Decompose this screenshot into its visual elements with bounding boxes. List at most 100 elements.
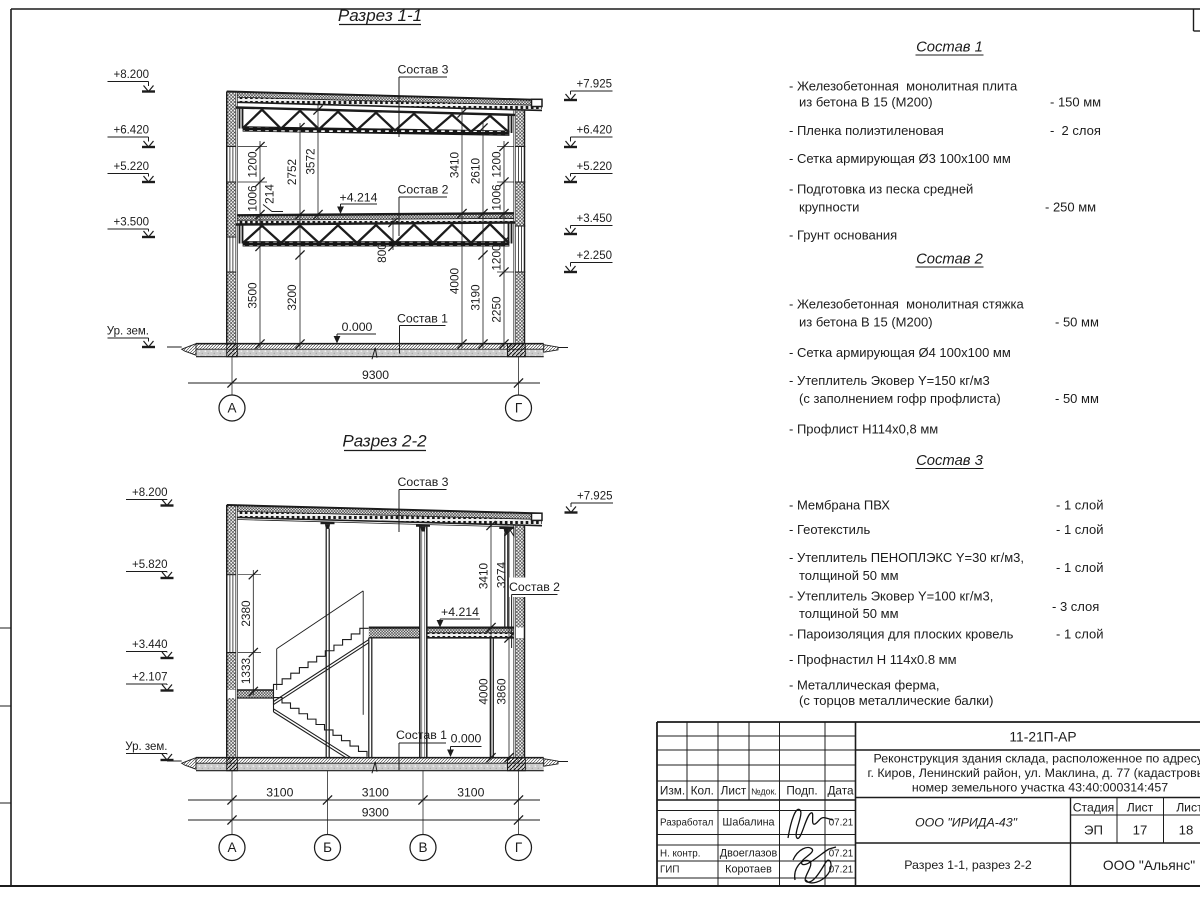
composition-1-item-4-line-1: - Подготовка из песка средней bbox=[789, 181, 973, 196]
s1-dim-h2610: 2610 bbox=[468, 157, 482, 184]
s2-axis-v-circle bbox=[409, 833, 437, 862]
section-2-drawing bbox=[167, 504, 568, 835]
s1-axis-g-circle bbox=[504, 394, 533, 422]
s1-ground-slab bbox=[167, 342, 568, 360]
titleblock-col-podp: Подп. bbox=[786, 784, 817, 798]
signature-gip bbox=[792, 846, 837, 884]
s1-dim-h3190: 3190 bbox=[468, 284, 482, 311]
s2-dim-b3: 3100 bbox=[457, 786, 484, 800]
composition-2-heading: Состав 2 bbox=[916, 252, 984, 268]
s2-wall-left bbox=[226, 505, 238, 758]
titleblock-row-1-role: Н. контр. bbox=[660, 849, 700, 860]
titleblock-sheet-label: Лист bbox=[1127, 801, 1154, 815]
composition-3-item-3-line-1: - Утеплитель ПЕНОПЛЭКС Y=30 кг/м3, bbox=[789, 550, 1024, 565]
titleblock-sheets: 18 bbox=[1179, 823, 1194, 838]
composition-1-item-2-line-1: - Пленка полиэтиленовая bbox=[789, 123, 944, 138]
s2-dim-h3274: 3274 bbox=[494, 561, 508, 588]
s1-dim-w1200l: 1200 bbox=[245, 151, 259, 178]
s2-elev-left-5820: +5.820 bbox=[132, 559, 168, 571]
s1-dim-h3572: 3572 bbox=[303, 148, 317, 174]
s2-axis-a-circle bbox=[218, 833, 246, 862]
titleblock-col-izm: Изм. bbox=[660, 784, 685, 798]
composition-3-item-5-value: - 1 слой bbox=[1056, 627, 1104, 642]
s1-dim-h2250: 2250 bbox=[489, 296, 503, 323]
composition-1-heading: Состав 1 bbox=[916, 40, 983, 56]
composition-3-item-4-line-2: толщиной 50 мм bbox=[799, 606, 899, 621]
composition-1-item-5-line-1: - Грунт основания bbox=[789, 228, 897, 243]
s1-elev-right-2250: +2.250 bbox=[577, 250, 613, 262]
composition-1-item-1-line-2: из бетона В 15 (М200) bbox=[799, 95, 933, 110]
titleblock-col-list: Лист bbox=[721, 784, 747, 798]
s1-axis-g-letter: Г bbox=[515, 401, 523, 416]
s2-level-4214: +4.214 bbox=[441, 605, 479, 619]
composition-2-item-2-line-1: - Сетка армирующая Ø4 100х100 мм bbox=[789, 345, 1011, 360]
s2-axis-b-circle bbox=[313, 833, 342, 862]
titleblock-row-0-role: Разработал bbox=[660, 818, 714, 829]
titleblock-col-kol: Кол. bbox=[691, 784, 714, 798]
s2-axis-b-letter: Б bbox=[323, 840, 332, 855]
s2-elev-left-8200: +8.200 bbox=[132, 487, 168, 499]
s2-dim-span: 9300 bbox=[362, 806, 389, 820]
s2-elev-ground: Ур. зем. bbox=[125, 741, 167, 753]
composition-1-item-3-line-1: - Сетка армирующая Ø3 100х100 мм bbox=[789, 151, 1011, 166]
composition-2-item-1-line-1: - Железобетонная монолитная стяжка bbox=[789, 296, 1024, 311]
composition-3-item-6-line-1: - Профнастил Н 114х0.8 мм bbox=[789, 652, 957, 667]
titleblock-project-line-1: Реконструкция здания склада, расположенн… bbox=[874, 752, 1200, 766]
s2-roof-slab bbox=[237, 504, 543, 527]
s1-elev-left-5220: +5.220 bbox=[114, 161, 150, 173]
s2-label-sostav3: Состав 3 bbox=[398, 475, 449, 489]
titleblock-col-data: Дата bbox=[827, 784, 854, 798]
s1-elev-right-6420: +6.420 bbox=[577, 125, 613, 137]
titleblock-stage: ЭП bbox=[1084, 823, 1103, 838]
titleblock-row-0-date: 07.21 bbox=[829, 818, 854, 829]
s1-elev-right-3450: +3.450 bbox=[577, 213, 613, 225]
section-1-annotations: Разрез 1-1 +8.200 +6.420 +5.220 +3.500 У… bbox=[107, 6, 613, 422]
composition-3-item-2-value: - 1 слой bbox=[1056, 522, 1104, 537]
composition-3-item-4-line-1: - Утеплитель Эковер Y=100 кг/м3, bbox=[789, 589, 993, 604]
section-1-drawing bbox=[167, 90, 568, 395]
s1-dim-h3500: 3500 bbox=[245, 282, 259, 309]
sheet-frame bbox=[0, 8, 1200, 887]
s2-dim-h3410: 3410 bbox=[476, 562, 490, 589]
s1-label-sostav1: Состав 1 bbox=[397, 312, 448, 326]
s1-elev-right-5220: +5.220 bbox=[577, 161, 613, 173]
s2-wall-right bbox=[513, 525, 526, 758]
composition-2-item-3-line-1: - Утеплитель Эковер Y=150 кг/м3 bbox=[789, 373, 990, 388]
titleblock-stage-label: Стадия bbox=[1073, 801, 1115, 815]
s2-dim-b1: 3100 bbox=[266, 786, 293, 800]
s1-elev-left-8200: +8.200 bbox=[114, 69, 150, 81]
titleblock-row-2-date: 07.21 bbox=[829, 865, 854, 876]
s1-level-4214: +4.214 bbox=[340, 191, 378, 205]
s1-dim-w1006r: 1006 bbox=[489, 184, 503, 211]
composition-3-item-5-line-1: - Пароизоляция для плоских кровель bbox=[789, 627, 1014, 642]
composition-3-item-7-line-2: (с торцов металлические балки) bbox=[799, 693, 994, 708]
titleblock-project-line-3: номер земельного участка 43:40:000314:45… bbox=[912, 781, 1168, 795]
s1-wall-left bbox=[226, 91, 238, 344]
s1-level-0: 0.000 bbox=[342, 320, 373, 334]
s1-dim-h800: 800 bbox=[375, 243, 389, 263]
s1-axis-a-letter: А bbox=[227, 401, 236, 416]
s1-roof-slab bbox=[237, 90, 543, 112]
composition-2-item-1-line-2: из бетона В 15 (М200) bbox=[799, 314, 933, 329]
s1-dim-h4000: 4000 bbox=[447, 267, 461, 294]
s1-wall-right bbox=[513, 110, 526, 344]
s2-axis-g-letter: Г bbox=[515, 840, 523, 855]
s2-dim-h1333: 1333 bbox=[239, 657, 253, 684]
s1-dim-w1200r: 1200 bbox=[489, 151, 503, 178]
s1-elev-ground: Ур. зем. bbox=[107, 326, 149, 338]
composition-2-item-3-line-2: (с заполнением гофр профлиста) bbox=[799, 391, 1001, 406]
s2-stair-top-slab bbox=[368, 626, 420, 639]
s1-dim-h1200r: 1200 bbox=[489, 244, 503, 271]
composition-3-item-3-line-2: толщиной 50 мм bbox=[799, 568, 899, 583]
titleblock-sheets-label: Листов bbox=[1176, 801, 1200, 815]
s1-label-sostav3: Состав 3 bbox=[398, 63, 449, 77]
composition-1-item-2-value: - 2 слоя bbox=[1050, 123, 1101, 138]
s1-dim-w1006l: 1006 bbox=[245, 185, 259, 212]
composition-1-item-4-line-2: крупности bbox=[799, 199, 859, 214]
s1-elev-left-6420: +6.420 bbox=[114, 125, 150, 137]
titleblock-row-0-name: Шабалина bbox=[722, 817, 774, 829]
s1-roof-end-cap bbox=[530, 98, 543, 108]
s2-label-sostav2: Состав 2 bbox=[509, 580, 560, 594]
composition-3-item-1-line-1: - Мембрана ПВХ bbox=[789, 498, 890, 513]
